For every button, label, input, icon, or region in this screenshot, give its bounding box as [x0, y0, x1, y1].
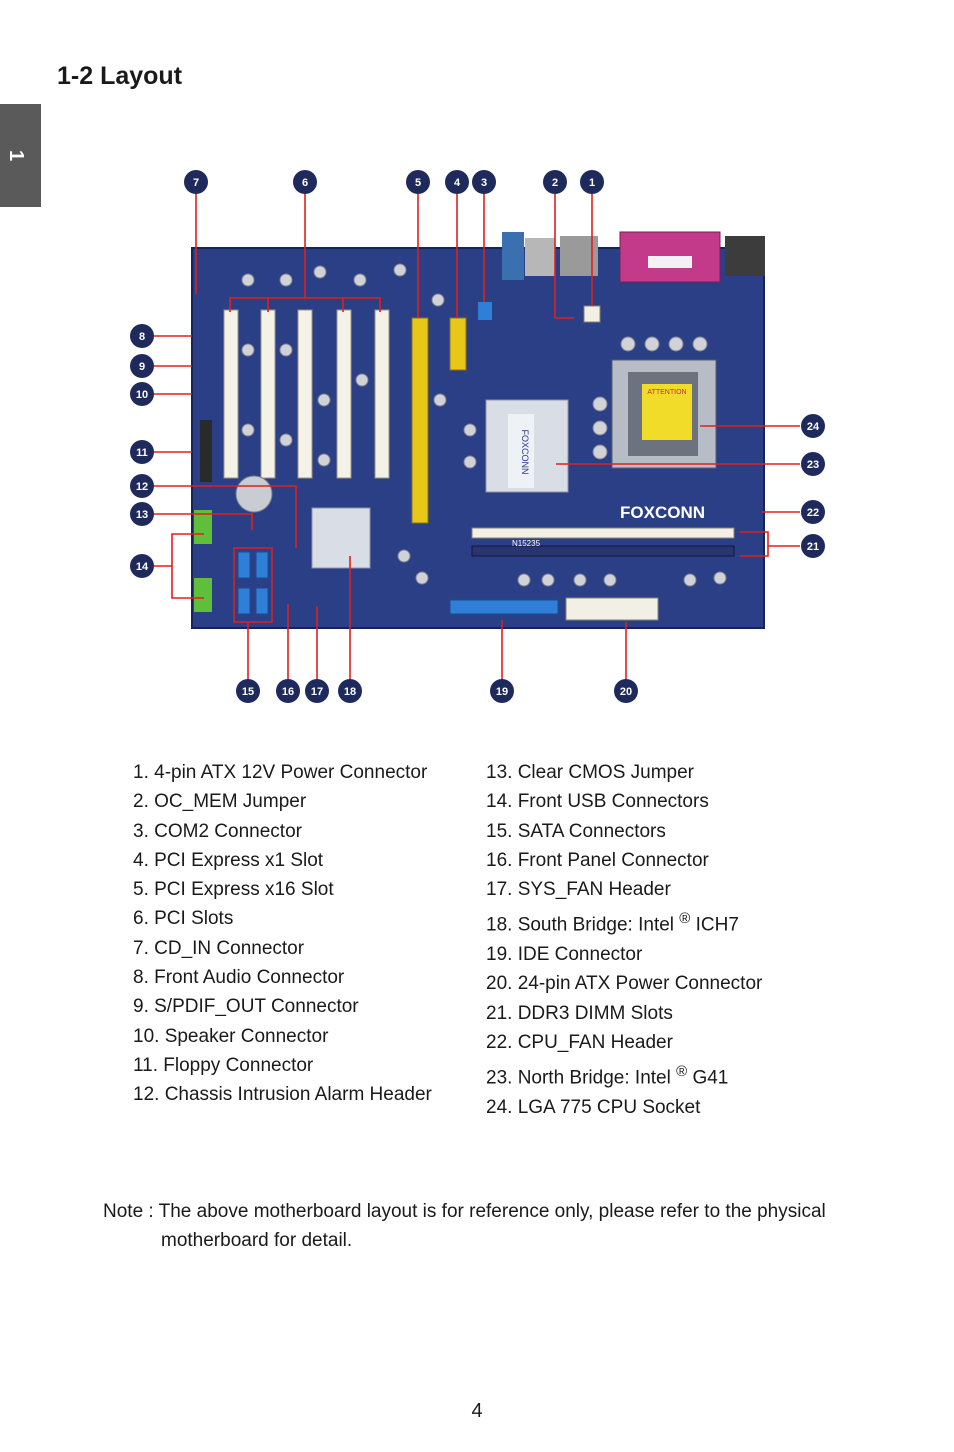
rear-io-parallel [619, 231, 721, 283]
com2-header [478, 302, 492, 320]
svg-text:10: 10 [136, 389, 148, 401]
callout-numbers: 1 2 3 4 5 6 7 8 9 10 11 12 13 14 15 16 1… [136, 177, 820, 698]
chapter-tab: 1 [0, 104, 41, 207]
section-title: 1-2 Layout [57, 62, 183, 90]
rear-io-ps2 [725, 236, 765, 276]
legend-item: 11. Floppy Connector [133, 1054, 314, 1076]
svg-text:8: 8 [139, 331, 145, 343]
svg-text:9: 9 [139, 361, 145, 373]
cpu-sticker: ATTENTION [647, 389, 686, 396]
motherboard-figure: FOXCONN ATTENTION FOXCONN N15235 [130, 170, 825, 703]
legend-item: 19. IDE Connector [486, 944, 643, 966]
ide-connector [449, 599, 559, 615]
legend-item: 3. COM2 Connector [133, 820, 302, 842]
cmos-battery [235, 475, 273, 513]
legend-item: 6. PCI Slots [133, 908, 234, 930]
svg-text:2: 2 [552, 177, 558, 189]
legend-item: 13. Clear CMOS Jumper [486, 762, 695, 783]
svg-text:16: 16 [282, 686, 294, 698]
legend-item: 24. LGA 775 CPU Socket [486, 1096, 701, 1118]
page-number: 4 [471, 1400, 483, 1422]
svg-text:22: 22 [807, 507, 819, 519]
legend-item: 12. Chassis Intrusion Alarm Header [133, 1084, 432, 1106]
legend-item: 1. 4-pin ATX 12V Power Connector [133, 762, 428, 783]
legend-item: 20. 24-pin ATX Power Connector [486, 973, 763, 995]
svg-text:15: 15 [242, 686, 254, 698]
legend-item: 7. CD_IN Connector [133, 937, 305, 959]
legend-item: 16. Front Panel Connector [486, 849, 709, 871]
dimm-slot-2 [471, 545, 735, 557]
svg-text:18: 18 [344, 686, 356, 698]
pcie-x1-slot [449, 317, 467, 371]
sata-connectors [237, 551, 269, 615]
svg-text:19: 19 [496, 686, 508, 698]
svg-text:24: 24 [807, 421, 820, 433]
legend-item: 14. Front USB Connectors [486, 791, 709, 813]
legend-item: 17. SYS_FAN Header [486, 879, 671, 901]
chip-label: N15235 [512, 539, 541, 548]
legend-right: 13. Clear CMOS Jumper 14. Front USB Conn… [486, 758, 762, 1122]
pci-slots [223, 309, 390, 479]
svg-text:23: 23 [807, 459, 819, 471]
svg-text:3: 3 [481, 177, 487, 189]
svg-text:7: 7 [193, 177, 199, 189]
dimm-slot-1 [471, 527, 735, 539]
svg-text:14: 14 [136, 561, 149, 573]
legend-item: 2. OC_MEM Jumper [133, 791, 307, 813]
svg-text:20: 20 [620, 686, 632, 698]
board-brand: FOXCONN [620, 503, 705, 522]
front-usb-1 [194, 510, 212, 544]
legend-item: 9. S/PDIF_OUT Connector [133, 996, 359, 1018]
legend-item: 22. CPU_FAN Header [486, 1032, 673, 1053]
legend-item: 21. DDR3 DIMM Slots [486, 1002, 673, 1024]
callout-markers [130, 170, 825, 703]
note: Note : The above motherboard layout is f… [103, 1197, 826, 1255]
floppy-connector [200, 420, 212, 482]
svg-text:21: 21 [807, 541, 819, 553]
svg-text:11: 11 [136, 447, 148, 459]
pcie-x16-slot [411, 317, 429, 524]
legend-item: 23. North Bridge: Intel ® G41 [486, 1063, 729, 1089]
svg-text:5: 5 [415, 177, 421, 189]
legend-left: 1. 4-pin ATX 12V Power Connector 2. OC_M… [133, 758, 432, 1110]
leader-lines [154, 194, 800, 680]
svg-text:12: 12 [136, 481, 148, 493]
legend-item: 18. South Bridge: Intel ® ICH7 [486, 910, 739, 936]
legend-item: 8. Front Audio Connector [133, 967, 345, 989]
svg-text:4: 4 [454, 177, 461, 189]
atx12v-connector [583, 305, 601, 323]
note-line-2: motherboard for detail. [161, 1230, 353, 1251]
svg-text:13: 13 [136, 509, 148, 521]
legend-item: 4. PCI Express x1 Slot [133, 849, 324, 871]
legend-item: 5. PCI Express x16 Slot [133, 879, 334, 901]
southbridge-heatsink [311, 507, 371, 569]
atx24-connector [565, 597, 659, 621]
legend-item: 10. Speaker Connector [133, 1025, 329, 1047]
svg-text:17: 17 [311, 686, 323, 698]
svg-text:6: 6 [302, 177, 308, 189]
front-usb-2 [194, 578, 212, 612]
heatsink-brand: FOXCONN [520, 430, 530, 475]
svg-text:1: 1 [589, 177, 595, 189]
note-line-1: Note : The above motherboard layout is f… [103, 1201, 826, 1222]
legend-item: 15. SATA Connectors [486, 820, 666, 842]
